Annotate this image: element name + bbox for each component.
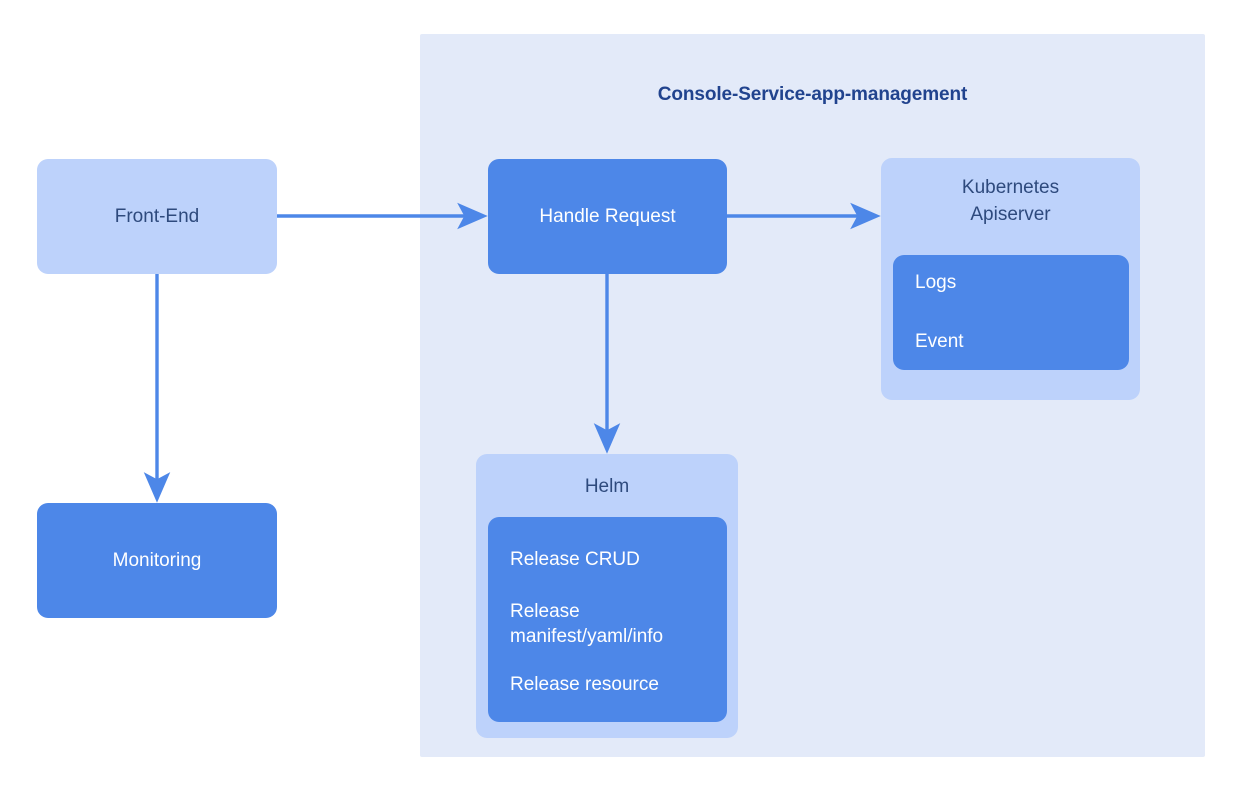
node-front-end-label: Front-End xyxy=(114,205,200,227)
subgroup-helm-title: Helm xyxy=(584,476,630,497)
node-monitoring[interactable]: Monitoring xyxy=(37,503,277,618)
node-monitoring-label: Monitoring xyxy=(112,549,202,571)
helm-capabilities-box[interactable]: Release CRUD Release manifest/yaml/info … xyxy=(488,517,727,722)
kubernetes-item-event: Event xyxy=(915,331,964,352)
node-handle-request[interactable]: Handle Request xyxy=(488,159,727,274)
kubernetes-item-logs: Logs xyxy=(915,272,957,293)
node-handle-request-label: Handle Request xyxy=(539,205,676,227)
node-front-end[interactable]: Front-End xyxy=(37,159,277,274)
subgroup-kubernetes-apiserver-title: Kubernetes Apiserver xyxy=(961,177,1060,225)
console-service-app-management-title: Console-Service-app-management xyxy=(657,84,968,105)
helm-item-release-manifest: Release manifest/yaml/info xyxy=(510,601,664,647)
kubernetes-apiserver-capabilities-box[interactable]: Logs Event xyxy=(893,255,1129,370)
helm-item-release-crud: Release CRUD xyxy=(510,549,640,570)
helm-item-release-resource: Release resource xyxy=(510,674,659,695)
